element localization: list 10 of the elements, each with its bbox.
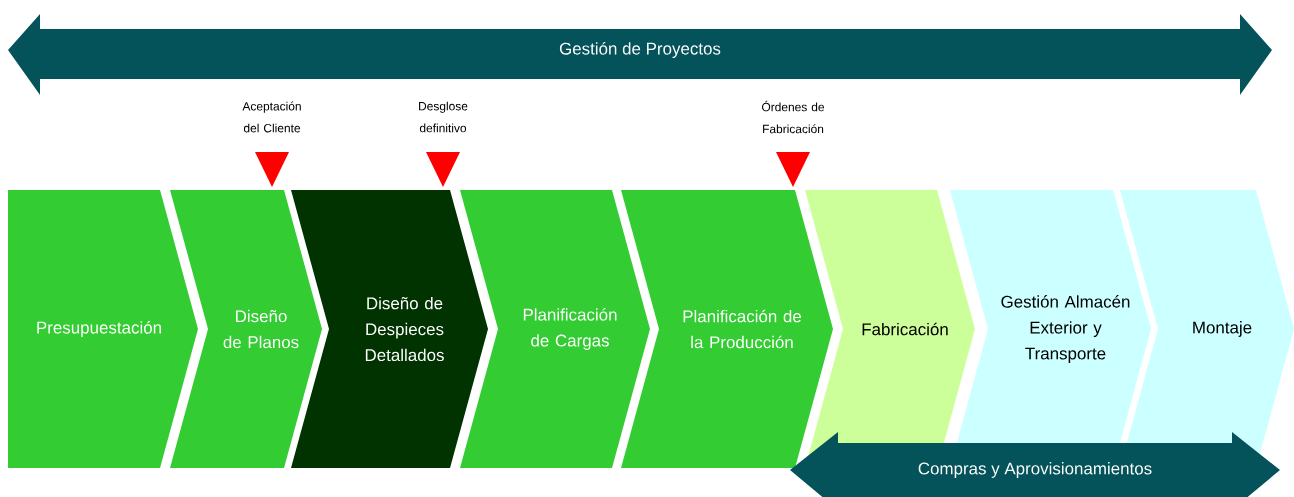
node-label: Planificación de la Producción xyxy=(683,309,802,349)
node-label: Presupuestación xyxy=(37,321,161,337)
process-step: Planificación de Cargas xyxy=(460,190,650,468)
process-step: Diseño de Planos xyxy=(170,190,322,468)
node-label: Planificación de Cargas xyxy=(523,308,617,350)
process-step: Planificación de la Producción xyxy=(621,190,833,468)
process-step: Presupuestación xyxy=(8,190,198,468)
double-arrow-band: Compras y Aprovisionamientos xyxy=(790,432,1280,497)
node-label: Montaje xyxy=(1193,321,1252,337)
double-arrow-band: Gestión de Proyectos xyxy=(8,14,1272,95)
